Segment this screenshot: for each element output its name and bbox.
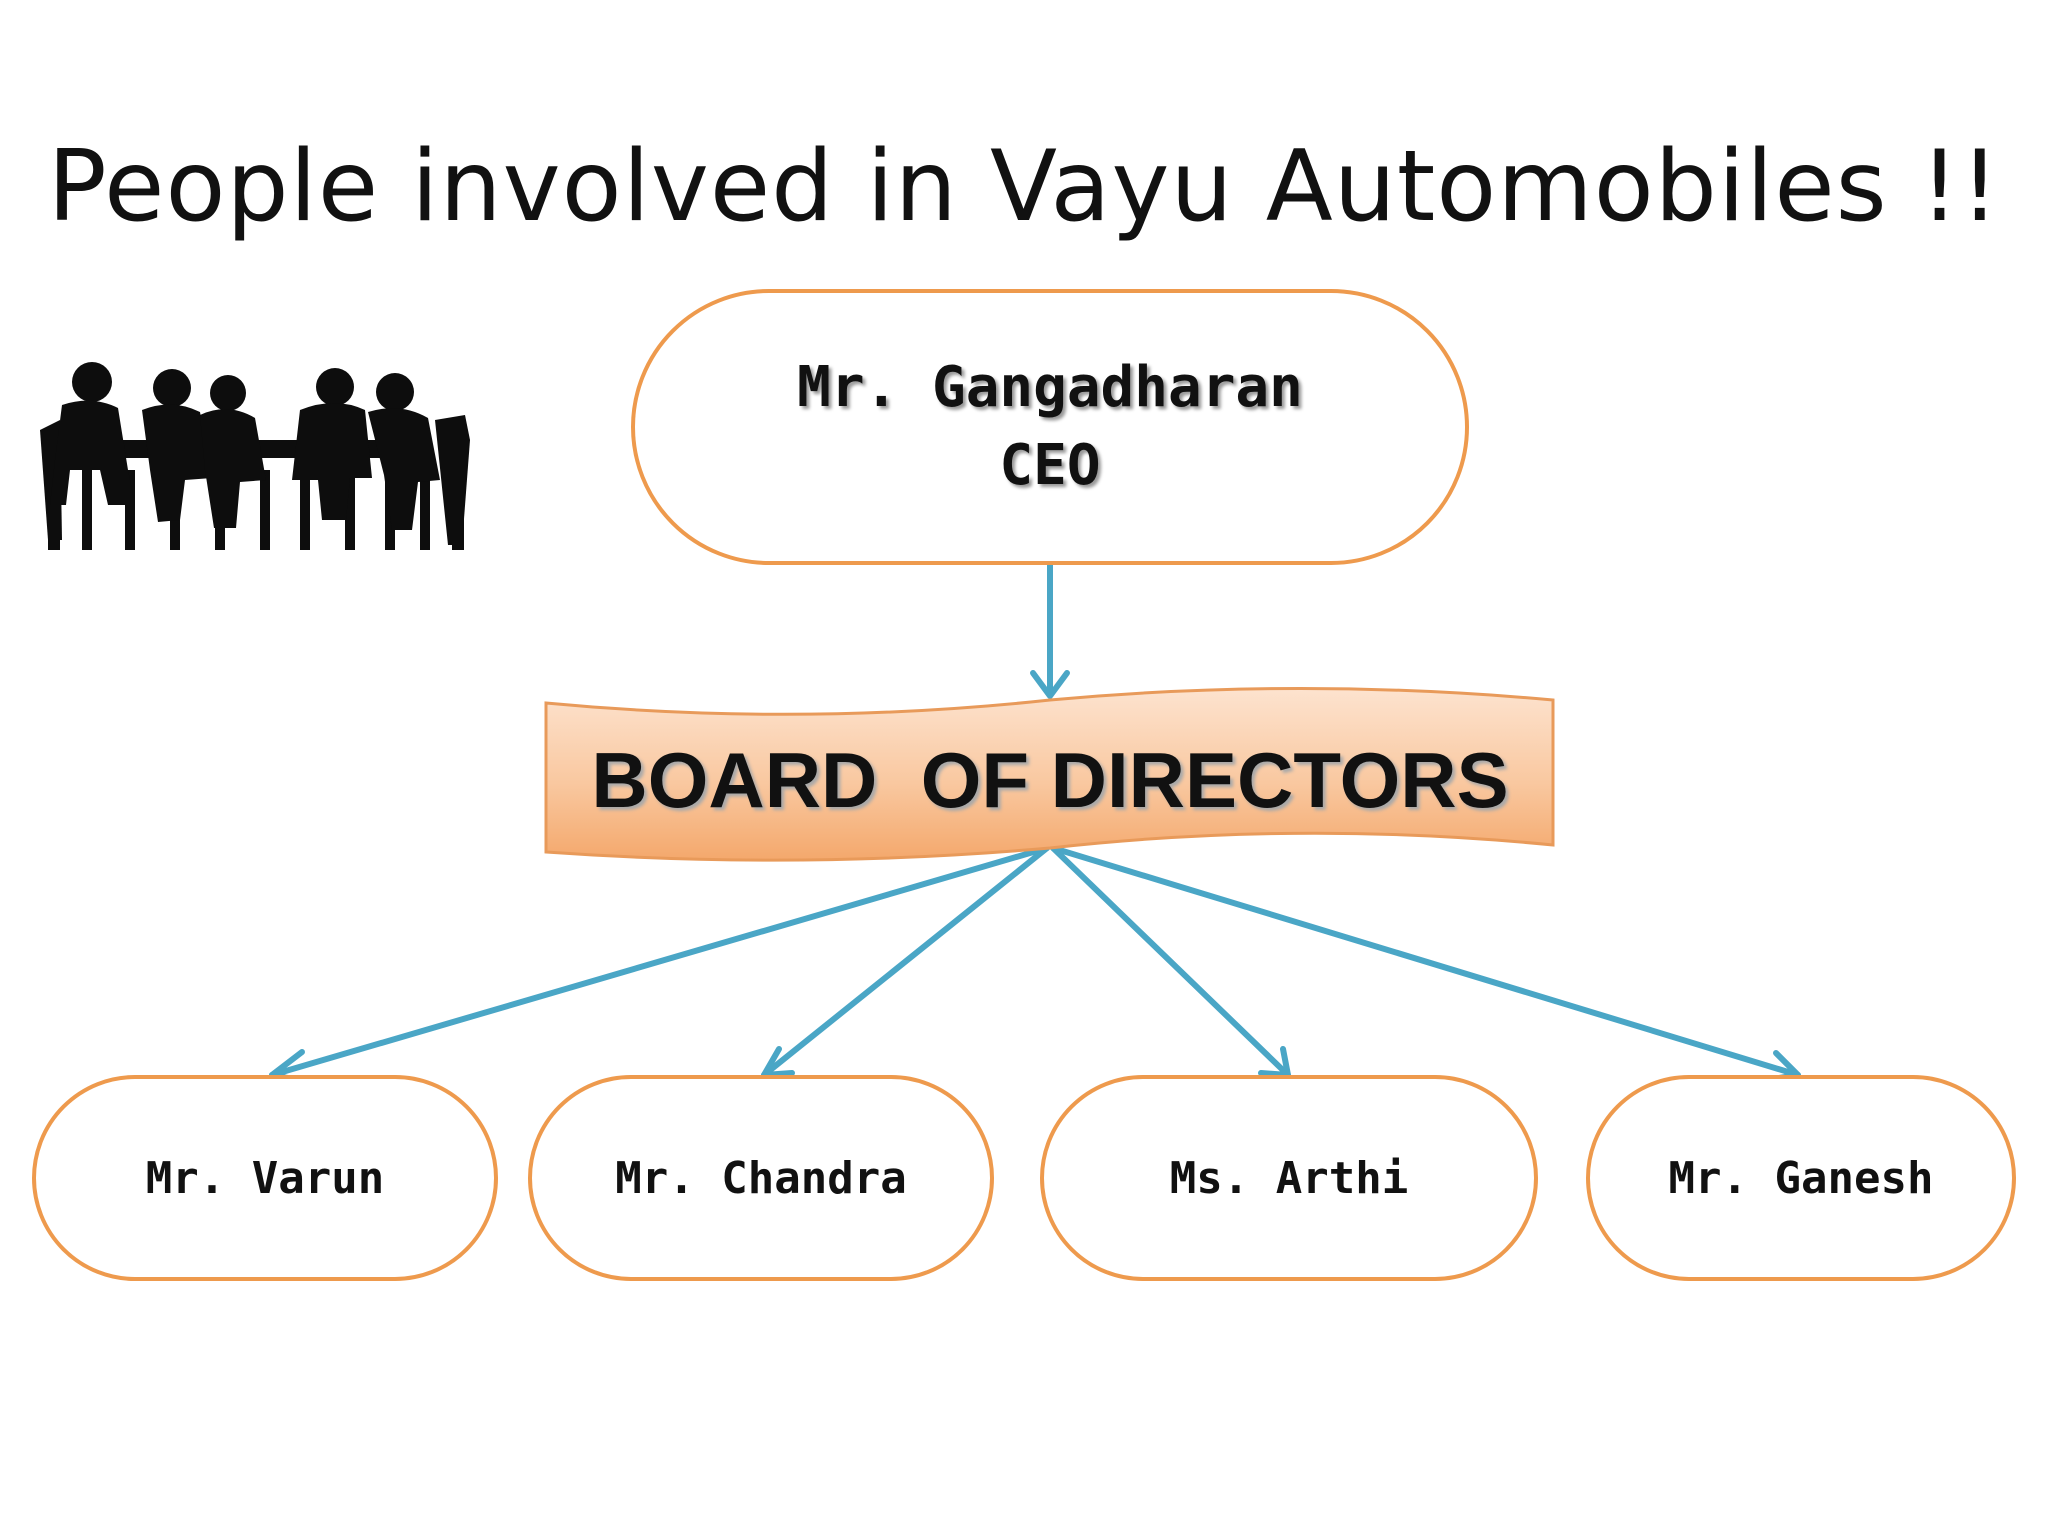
director-node-chandra: Mr. Chandra	[528, 1075, 994, 1281]
board-of-directors-label: BOARD OF DIRECTORS	[591, 735, 1509, 824]
director-name: Mr. Chandra	[615, 1152, 907, 1204]
ceo-name: Mr. Gangadharan	[797, 355, 1303, 420]
slide-title: People involved in Vayu Automobiles !!	[47, 130, 2001, 244]
arrow-board-to-varun	[269, 845, 1050, 1078]
ceo-node: Mr. Gangadharan CEO	[631, 289, 1469, 565]
arrowhead-board	[1030, 670, 1070, 699]
ceo-role: CEO	[999, 433, 1101, 498]
director-node-ganesh: Mr. Ganesh	[1586, 1075, 2016, 1281]
arrow-board-to-chandra	[761, 845, 1050, 1078]
director-node-arthi: Ms. Arthi	[1040, 1075, 1538, 1281]
arrow-board-to-ganesh	[1050, 845, 1801, 1078]
arrow-board-to-arthi	[1050, 845, 1291, 1078]
director-name: Mr. Ganesh	[1668, 1152, 1934, 1204]
director-name: Mr. Varun	[145, 1152, 385, 1204]
director-node-varun: Mr. Varun	[32, 1075, 498, 1281]
director-name: Ms. Arthi	[1169, 1152, 1409, 1204]
